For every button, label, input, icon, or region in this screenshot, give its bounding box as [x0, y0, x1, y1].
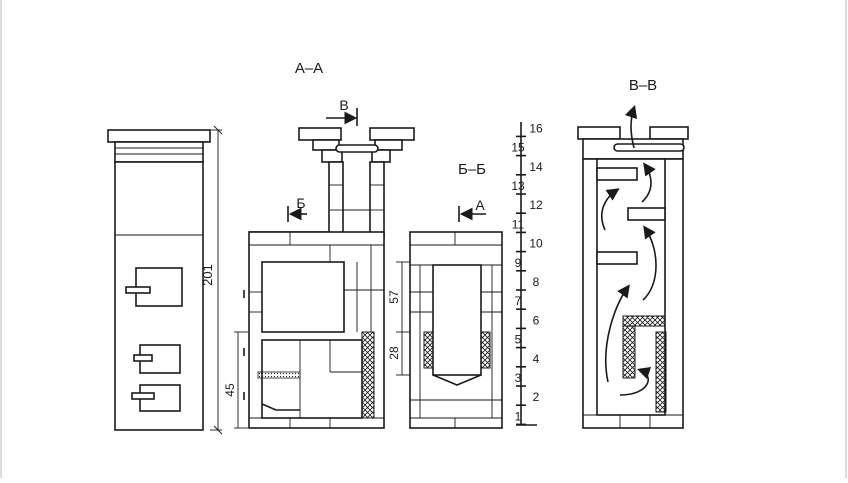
section-aa-title: А–А	[295, 60, 323, 77]
vv-baffle-2	[627, 207, 666, 221]
cut-marker-b: Б	[296, 195, 305, 211]
row-scale-label: 9	[515, 256, 522, 270]
flow-arrow-exit	[624, 104, 638, 149]
vv-rear-lining	[655, 331, 667, 413]
section-aa: А–А	[223, 60, 415, 429]
vv-baffle-1	[596, 167, 638, 181]
row-scale-label: 12	[529, 198, 543, 212]
front-view: 201	[107, 125, 223, 435]
aa-damper	[335, 144, 379, 153]
front-upper-handle	[125, 286, 151, 294]
bb-channel	[432, 264, 482, 376]
row-scale-label: 15	[511, 141, 525, 155]
section-bb: Б–Б 57 28 А	[387, 161, 503, 429]
front-middle-handle	[133, 354, 153, 362]
aa-cap-left	[298, 127, 342, 141]
front-lower-handle	[131, 392, 155, 400]
row-scale-label: 14	[529, 160, 543, 174]
row-scale-label: 16	[529, 121, 543, 135]
aa-chimney-wall-right	[369, 161, 385, 239]
flow-arrow-4	[601, 188, 620, 231]
cut-marker-a: А	[475, 197, 485, 213]
aa-cornice-right	[374, 139, 403, 151]
dim-lower-height: 45	[223, 383, 237, 397]
row-scale-label: 11	[512, 217, 525, 231]
aa-cap-right	[369, 127, 415, 141]
row-scale-label: 1	[515, 409, 522, 423]
row-scale-label: 2	[533, 390, 540, 404]
front-middle-door	[139, 344, 181, 374]
vv-damper	[613, 143, 685, 152]
vv-firebox-top	[622, 315, 666, 327]
row-scale-label: 3	[515, 371, 522, 385]
vv-firebox-wall	[622, 325, 636, 379]
front-lower-door	[139, 384, 181, 412]
flow-arrow-3	[642, 225, 657, 301]
front-cornice	[114, 141, 204, 163]
flow-arrow-2	[604, 284, 630, 383]
section-vv: В–В	[577, 77, 689, 429]
dim-upper-opening: 57	[387, 290, 401, 304]
bb-firebrick-right	[480, 331, 491, 369]
aa-grate	[257, 371, 301, 379]
vv-cap-right	[649, 126, 689, 140]
row-scale-label: 7	[515, 294, 522, 308]
section-vv-title: В–В	[629, 77, 657, 94]
aa-firebrick	[361, 331, 375, 419]
row-scale-label: 13	[511, 179, 525, 193]
row-scale-label: 8	[533, 275, 540, 289]
bb-firebrick-left	[423, 331, 434, 369]
aa-firebox	[261, 339, 363, 419]
dim-total-height: 201	[200, 264, 215, 286]
row-scale-label: 10	[529, 237, 543, 251]
aa-upper-chamber	[261, 261, 345, 333]
dim-lower-opening: 28	[387, 346, 401, 360]
section-bb-title: Б–Б	[458, 161, 486, 178]
vv-baffle-3	[596, 251, 638, 265]
flow-arrow-5	[641, 162, 656, 203]
cut-marker-v: В	[339, 97, 348, 113]
row-scale-label: 6	[533, 313, 540, 327]
row-scale-label: 4	[533, 352, 540, 366]
flow-arrow-1	[619, 366, 652, 396]
aa-chimney-wall-left	[328, 161, 344, 239]
aa-cornice-left	[312, 139, 340, 151]
row-scale-label: 5	[515, 333, 522, 347]
front-cap	[107, 129, 211, 143]
vv-cap-left	[577, 126, 621, 140]
